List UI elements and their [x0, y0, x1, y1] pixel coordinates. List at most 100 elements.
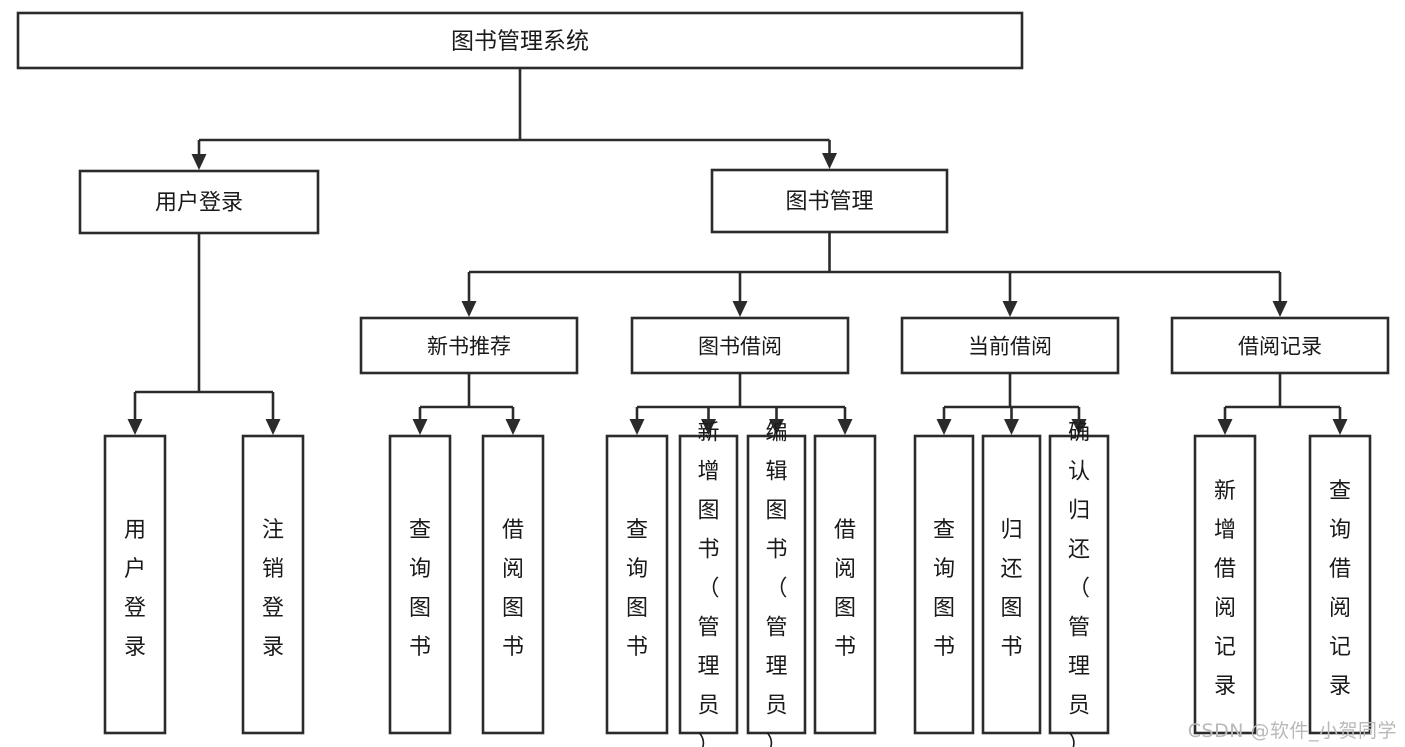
- svg-text:增: 增: [1214, 518, 1236, 543]
- svg-text:图: 图: [626, 596, 648, 621]
- arrow-head-icon: [936, 419, 952, 435]
- leaf-2-2[interactable]: [1048, 434, 1110, 735]
- svg-text:借: 借: [834, 518, 856, 543]
- svg-text:图: 图: [697, 498, 719, 523]
- svg-text:阅: 阅: [834, 557, 856, 582]
- svg-text:还: 还: [1000, 557, 1022, 582]
- svg-text:归: 归: [1000, 518, 1022, 543]
- arrow-head-icon: [1004, 419, 1019, 435]
- node-group-3[interactable]: [1170, 316, 1390, 375]
- node-group-1[interactable]: [630, 316, 850, 375]
- node-root[interactable]: [16, 11, 1024, 70]
- leaf-1-0[interactable]: [605, 434, 669, 735]
- node-group-label-0: 新书推荐: [427, 335, 511, 359]
- svg-text:员: 员: [1068, 693, 1090, 718]
- leaf-1-3[interactable]: [813, 434, 877, 735]
- svg-text:（: （: [1068, 576, 1090, 601]
- svg-text:图: 图: [409, 596, 431, 621]
- node-group-0[interactable]: [359, 316, 579, 375]
- leaf-1-2[interactable]: [746, 434, 807, 735]
- svg-text:理: 理: [765, 654, 787, 679]
- svg-text:询: 询: [409, 557, 431, 582]
- leaf-2-1[interactable]: [981, 434, 1042, 735]
- svg-text:认: 认: [1068, 459, 1090, 484]
- svg-text:书: 书: [1000, 635, 1022, 660]
- svg-text:书: 书: [409, 635, 431, 660]
- leaf-3-0[interactable]: [1193, 434, 1257, 735]
- svg-text:登: 登: [262, 596, 284, 621]
- svg-text:录: 录: [1329, 674, 1351, 699]
- svg-text:（: （: [697, 576, 719, 601]
- arrow-head-icon: [1217, 419, 1233, 435]
- svg-text:图: 图: [1000, 596, 1022, 621]
- svg-text:书: 书: [697, 537, 719, 562]
- svg-text:书: 书: [834, 635, 856, 660]
- svg-text:员: 员: [697, 693, 719, 718]
- connector-layer: [127, 68, 1348, 435]
- arrow-head-icon: [701, 419, 716, 435]
- svg-text:书: 书: [626, 635, 648, 660]
- svg-text:理: 理: [1068, 654, 1090, 679]
- node-level1-label-1: 图书管理: [785, 190, 873, 215]
- arrow-head-icon: [1272, 301, 1288, 317]
- svg-text:还: 还: [1068, 537, 1090, 562]
- svg-text:增: 增: [697, 459, 719, 484]
- svg-text:书: 书: [933, 635, 955, 660]
- svg-text:（: （: [765, 576, 787, 601]
- svg-text:阅: 阅: [502, 557, 524, 582]
- node-level1-label-0: 用户登录: [155, 191, 243, 216]
- svg-text:）: ）: [1068, 732, 1090, 747]
- svg-text:借: 借: [502, 518, 524, 543]
- leaf-login-1[interactable]: [241, 434, 305, 735]
- svg-text:图: 图: [765, 498, 787, 523]
- svg-text:查: 查: [409, 518, 431, 543]
- svg-text:）: ）: [765, 732, 787, 747]
- leaf-0-0[interactable]: [388, 434, 452, 735]
- leaf-1-1[interactable]: [678, 434, 739, 735]
- leaf-2-0[interactable]: [913, 434, 975, 735]
- node-level1-0[interactable]: [78, 169, 320, 235]
- svg-text:录: 录: [1214, 674, 1236, 699]
- leaf-login-0[interactable]: [103, 434, 167, 735]
- svg-text:阅: 阅: [1214, 596, 1236, 621]
- node-group-2[interactable]: [900, 316, 1120, 375]
- arrow-head-icon: [1332, 419, 1348, 435]
- svg-text:管: 管: [697, 615, 719, 640]
- leaf-0-1[interactable]: [481, 434, 545, 735]
- svg-text:查: 查: [933, 518, 955, 543]
- svg-text:图: 图: [502, 596, 524, 621]
- node-level1-1[interactable]: [710, 168, 949, 234]
- arrow-head-icon: [191, 154, 207, 170]
- svg-text:图: 图: [834, 596, 856, 621]
- svg-text:登: 登: [124, 596, 146, 621]
- svg-text:记: 记: [1329, 635, 1351, 660]
- arrow-head-icon: [461, 301, 477, 317]
- svg-text:）: ）: [697, 732, 719, 747]
- node-group-label-3: 借阅记录: [1238, 335, 1322, 359]
- arrow-head-icon: [769, 419, 784, 435]
- svg-text:查: 查: [626, 518, 648, 543]
- svg-text:理: 理: [697, 654, 719, 679]
- svg-text:注: 注: [262, 518, 284, 543]
- arrow-head-icon: [265, 419, 281, 435]
- svg-text:编: 编: [765, 420, 787, 445]
- arrow-head-icon: [1071, 419, 1087, 435]
- svg-text:询: 询: [933, 557, 955, 582]
- svg-text:归: 归: [1068, 498, 1090, 523]
- leaf-3-1[interactable]: [1308, 434, 1372, 735]
- node-group-label-2: 当前借阅: [968, 335, 1052, 359]
- svg-text:书: 书: [502, 635, 524, 660]
- svg-text:询: 询: [626, 557, 648, 582]
- svg-text:管: 管: [1068, 615, 1090, 640]
- node-layer: 图书管理系统用户登录图书管理用户登录注销登录新书推荐查询图书借阅图书图书借阅查询…: [16, 11, 1390, 747]
- arrow-head-icon: [412, 419, 428, 435]
